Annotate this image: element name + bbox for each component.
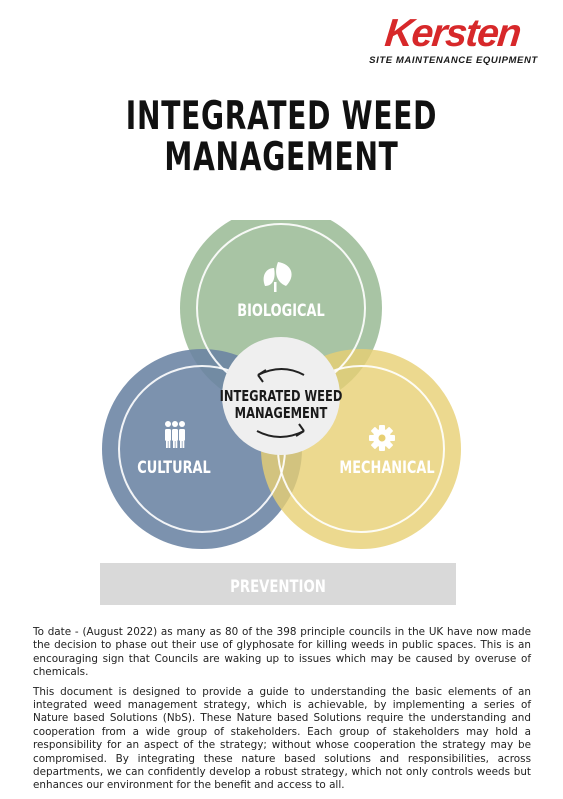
integrated-weed-management-diagram: PREVENTION BIOLOGICAL CULTURAL — [100, 220, 461, 605]
mechanical-label: MECHANICAL — [339, 457, 435, 477]
intro-paragraph: To date - (August 2022) as many as 80 of… — [33, 626, 531, 679]
kersten-logo: Kersten SITE MAINTENANCE EQUIPMENT — [360, 12, 545, 66]
center-circle — [222, 337, 340, 455]
prevention-bar — [100, 563, 456, 605]
prevention-label: PREVENTION — [230, 576, 326, 596]
logo-tagline: SITE MAINTENANCE EQUIPMENT — [369, 55, 538, 66]
people-icon — [165, 421, 185, 448]
center-label-line2: MANAGEMENT — [235, 404, 328, 422]
cycle-arrows-icon — [256, 368, 305, 438]
leaf-icon — [263, 262, 292, 292]
page-title: INTEGRATED WEED MANAGEMENT — [79, 96, 484, 178]
body-text: To date - (August 2022) as many as 80 of… — [33, 626, 531, 799]
cultural-label: CULTURAL — [137, 457, 211, 477]
purpose-paragraph: This document is designed to provide a g… — [33, 685, 531, 792]
gear-icon — [369, 425, 395, 451]
page-title-line2: MANAGEMENT — [164, 135, 399, 180]
biological-label: BIOLOGICAL — [237, 300, 325, 320]
page-title-line1: INTEGRATED WEED — [125, 94, 438, 139]
logo-wordmark: Kersten — [382, 12, 523, 55]
center-label-line1: INTEGRATED WEED — [220, 387, 343, 405]
